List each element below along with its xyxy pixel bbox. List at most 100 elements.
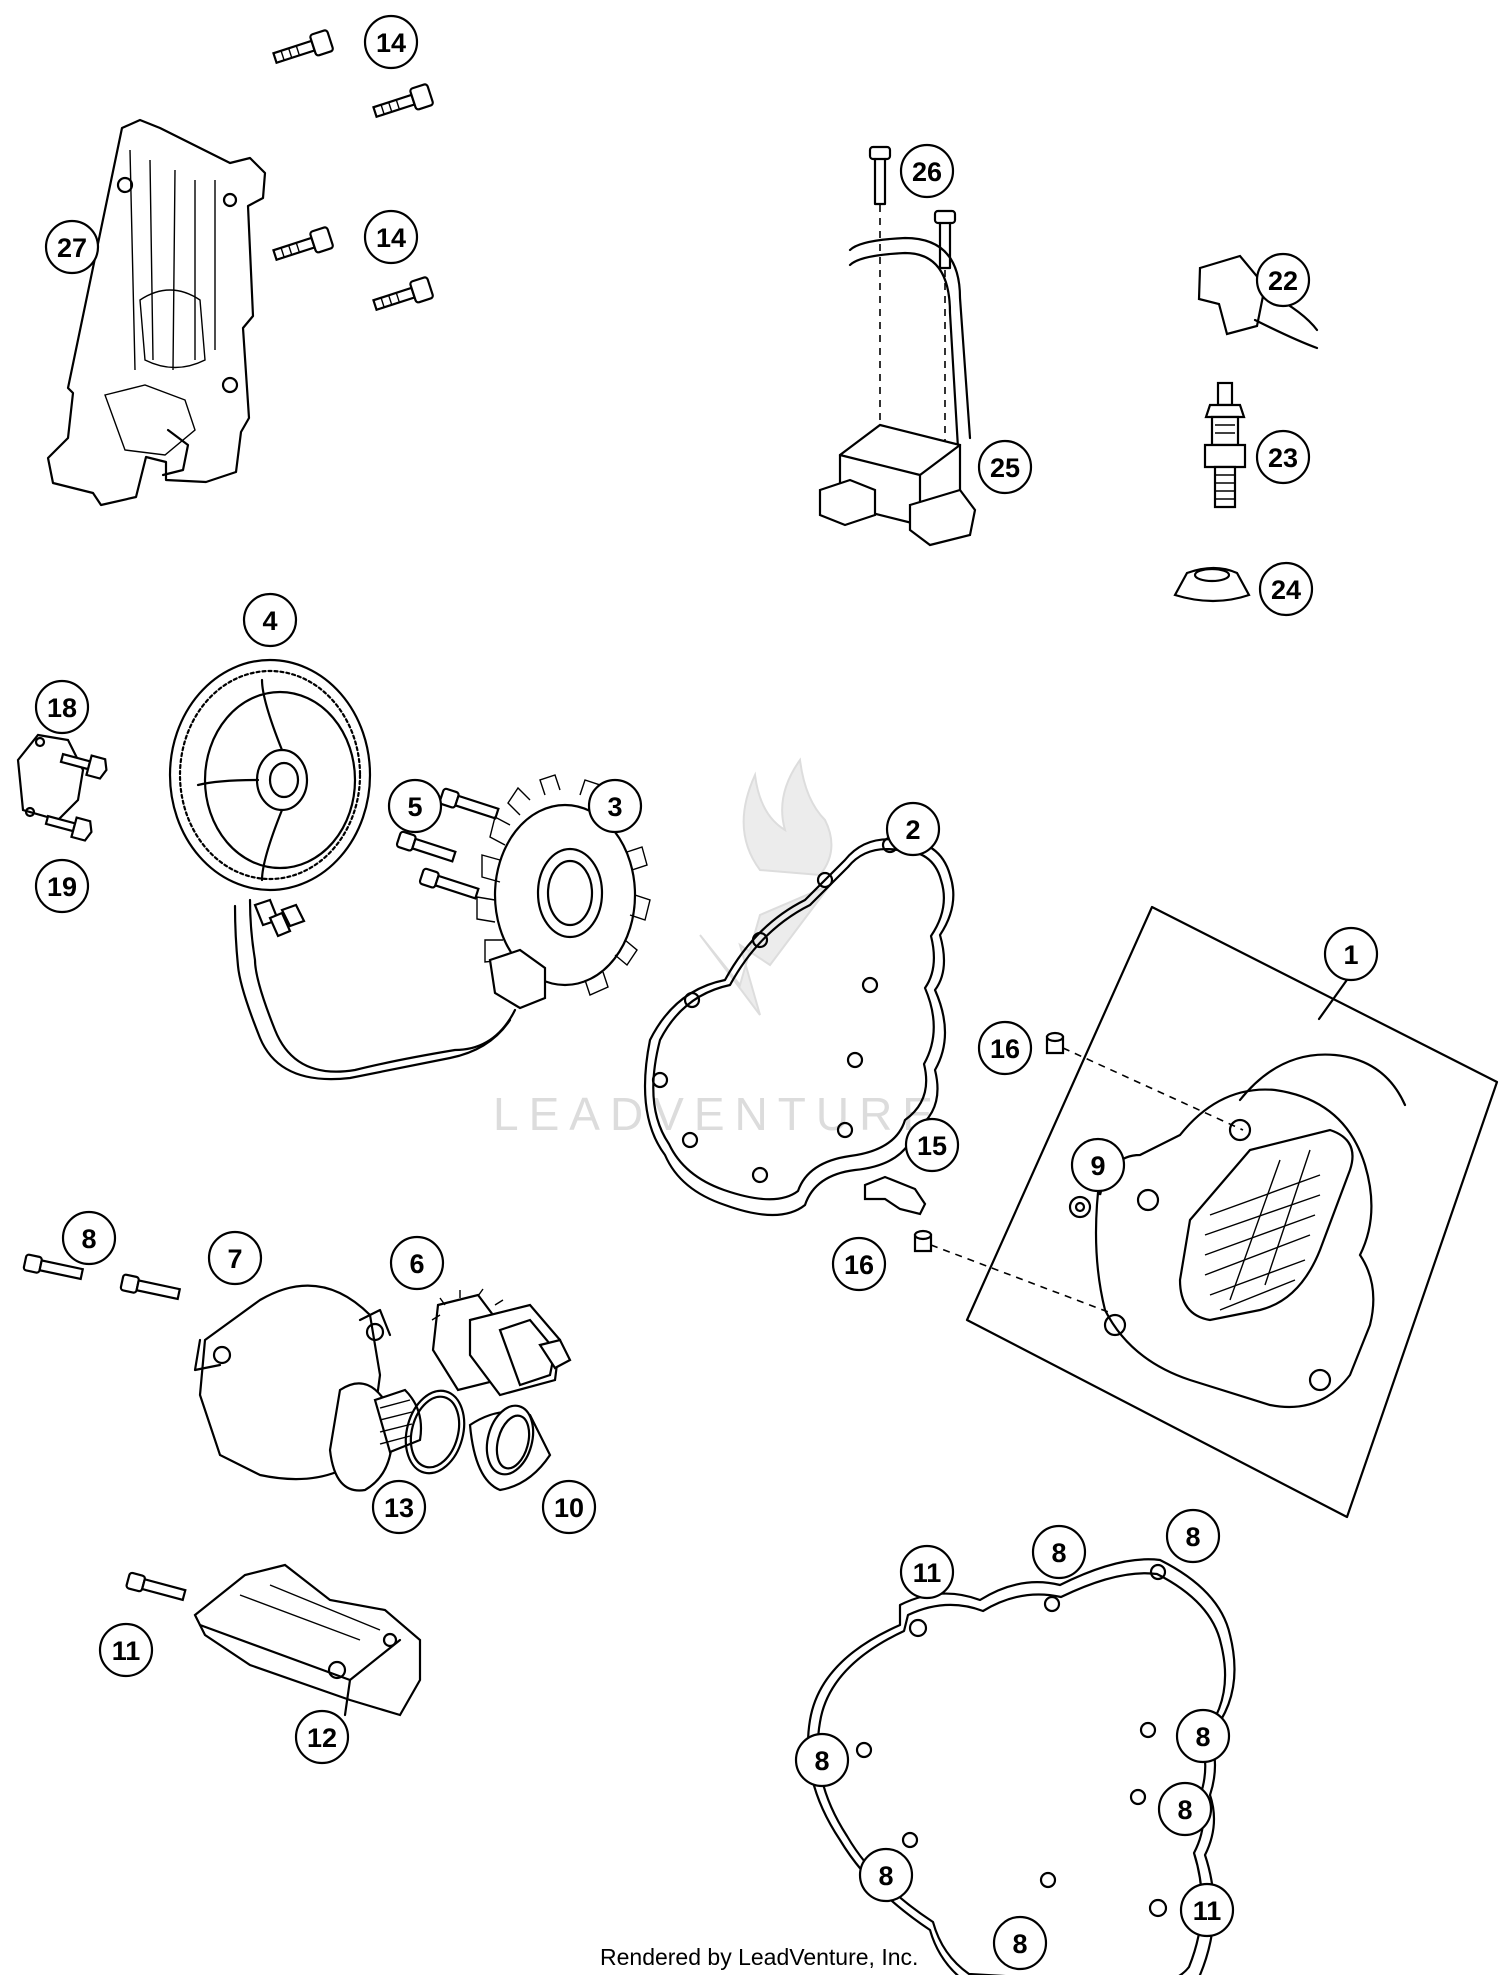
callout-16: 16	[831, 1236, 887, 1292]
callout-number: 12	[307, 1723, 337, 1753]
callout-number: 3	[607, 792, 622, 822]
callout-circle	[34, 858, 90, 914]
callout-circle	[34, 679, 90, 735]
callout-number: 24	[1271, 575, 1301, 605]
callout-number: 10	[554, 1493, 584, 1523]
callout-number: 16	[844, 1250, 874, 1280]
callout-1: 1	[1323, 926, 1379, 982]
callout-number: 8	[1012, 1929, 1027, 1959]
callout-circle	[363, 14, 419, 70]
callout-circle	[885, 801, 941, 857]
callout-22: 22	[1255, 252, 1311, 308]
callout-circle	[904, 1117, 960, 1173]
callout-15: 15	[904, 1117, 960, 1173]
part-9-nut	[1068, 1195, 1092, 1219]
callout-5: 5	[387, 778, 443, 834]
callout-19: 19	[34, 858, 90, 914]
callout-2: 2	[885, 801, 941, 857]
callout-circle	[389, 1235, 445, 1291]
callout-number: 27	[57, 233, 87, 263]
callout-circle	[1031, 1524, 1087, 1580]
part-26-screws	[868, 145, 957, 470]
callout-number: 8	[814, 1746, 829, 1776]
callout-number: 11	[913, 1558, 942, 1588]
callout-11: 11	[899, 1544, 955, 1600]
callout-number: 15	[917, 1131, 947, 1161]
callout-number: 4	[262, 606, 277, 636]
part-13-o-ring	[404, 1389, 466, 1475]
callout-circle	[1165, 1508, 1221, 1564]
callout-23: 23	[1255, 429, 1311, 485]
callout-number: 2	[905, 815, 920, 845]
part-12-cover	[193, 1563, 422, 1717]
callout-number: 6	[409, 1249, 424, 1279]
callout-6: 6	[389, 1235, 445, 1291]
callout-9: 9	[1070, 1137, 1126, 1193]
callout-12: 12	[294, 1709, 350, 1765]
part-22-plug-cap	[1197, 254, 1319, 350]
callout-8: 8	[1031, 1524, 1087, 1580]
callout-circle	[794, 1732, 850, 1788]
watermark: LEADVENTURE	[493, 757, 943, 1140]
part-6-starter-gear	[431, 1288, 572, 1397]
callout-circle	[294, 1709, 350, 1765]
callout-circle	[371, 1479, 427, 1535]
callout-circle	[977, 1020, 1033, 1076]
callout-4: 4	[242, 592, 298, 648]
callout-8: 8	[858, 1847, 914, 1903]
callout-circle	[899, 143, 955, 199]
callout-number: 19	[47, 872, 77, 902]
part-1-ignition-cover	[965, 905, 1499, 1519]
part-clutch-cover-gasket	[806, 1558, 1236, 1975]
part-8-screws	[22, 1253, 182, 1301]
callout-27: 27	[44, 219, 100, 275]
callout-14: 14	[363, 209, 419, 265]
callout-26: 26	[899, 143, 955, 199]
callout-circle	[98, 1622, 154, 1678]
part-11-screw	[125, 1571, 187, 1602]
part-10-sleeve	[468, 1404, 552, 1492]
callout-13: 13	[371, 1479, 427, 1535]
callout-number: 13	[384, 1493, 414, 1523]
part-5-screws	[395, 787, 500, 900]
callout-11: 11	[98, 1622, 154, 1678]
callout-circle	[207, 1230, 263, 1286]
callout-number: 16	[990, 1034, 1020, 1064]
callout-circle	[1175, 1708, 1231, 1764]
callout-circle	[541, 1479, 597, 1535]
callout-number: 9	[1090, 1151, 1105, 1181]
part-27-bracket	[46, 118, 267, 507]
callout-number: 8	[1177, 1795, 1192, 1825]
part-14-screws	[272, 29, 434, 312]
callout-number: 18	[47, 693, 77, 723]
callout-number: 23	[1268, 443, 1298, 473]
callout-circle	[1255, 429, 1311, 485]
callout-7: 7	[207, 1230, 263, 1286]
callout-number: 8	[81, 1224, 96, 1254]
callout-16: 16	[977, 1020, 1033, 1076]
part-3-stator	[233, 774, 651, 1081]
callout-14: 14	[363, 14, 419, 70]
callout-8: 8	[1175, 1708, 1231, 1764]
part-19-screw	[44, 814, 93, 842]
callout-3: 3	[587, 778, 643, 834]
watermark-text: LEADVENTURE	[493, 1088, 943, 1140]
part-4-flywheel	[168, 658, 372, 892]
footer-credit: Rendered by LeadVenture, Inc.	[600, 1944, 918, 1970]
callout-circle	[992, 1915, 1048, 1971]
callout-10: 10	[541, 1479, 597, 1535]
callout-circle	[1323, 926, 1379, 982]
callout-circle	[1070, 1137, 1126, 1193]
callout-circle	[977, 439, 1033, 495]
callout-number: 11	[112, 1636, 141, 1666]
callout-number: 8	[878, 1861, 893, 1891]
callout-number: 8	[1185, 1522, 1200, 1552]
callout-number: 22	[1268, 266, 1298, 296]
callout-circle	[1179, 1882, 1235, 1938]
callout-8: 8	[61, 1210, 117, 1266]
part-18-sensor	[16, 733, 108, 822]
callout-circle	[242, 592, 298, 648]
callout-number: 8	[1195, 1722, 1210, 1752]
